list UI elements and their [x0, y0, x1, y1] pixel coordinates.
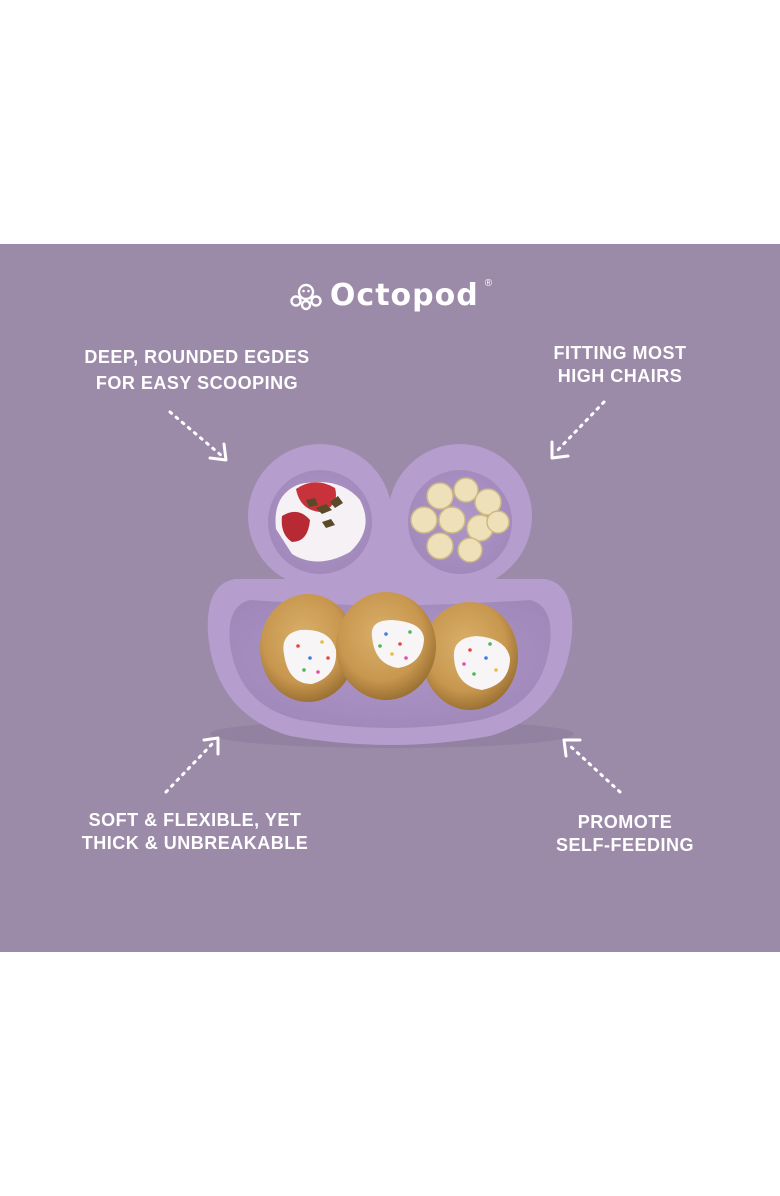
registered-mark: ®	[484, 278, 493, 289]
arrow-bottom-left	[164, 740, 216, 794]
caption-rounded-edges: DEEP, ROUNDED EGDES FOR EASY SCOOPING	[60, 344, 334, 396]
caption-line: PROMOTE	[577, 812, 673, 832]
octopus-icon	[290, 283, 322, 310]
caption-self-feeding: PROMOTE SELF-FEEDING	[530, 811, 720, 857]
feature-arrows	[164, 400, 622, 794]
caption-line: SELF-FEEDING	[555, 835, 694, 855]
suction-plate-illustration	[207, 444, 574, 748]
caption-line: FITTING MOST	[553, 343, 687, 363]
caption-line: DEEP, ROUNDED EGDES	[84, 347, 310, 367]
caption-line: FOR EASY SCOOPING	[95, 373, 299, 393]
caption-line: HIGH CHAIRS	[557, 366, 683, 386]
arrow-top-right	[554, 400, 606, 454]
caption-flexible: SOFT & FLEXIBLE, YET THICK & UNBREAKABLE	[60, 809, 330, 855]
caption-line: THICK & UNBREAKABLE	[81, 833, 309, 853]
caption-line: SOFT & FLEXIBLE, YET	[88, 810, 302, 830]
caption-high-chairs: FITTING MOST HIGH CHAIRS	[520, 342, 720, 388]
brand-name: Octopod	[329, 278, 479, 313]
product-feature-panel: Octopod ® DEEP, ROUNDED EGDES FOR EASY S…	[0, 244, 780, 952]
arrow-bottom-right	[566, 742, 622, 794]
brand-logo: Octopod ®	[0, 278, 780, 318]
arrow-top-left	[168, 410, 224, 458]
